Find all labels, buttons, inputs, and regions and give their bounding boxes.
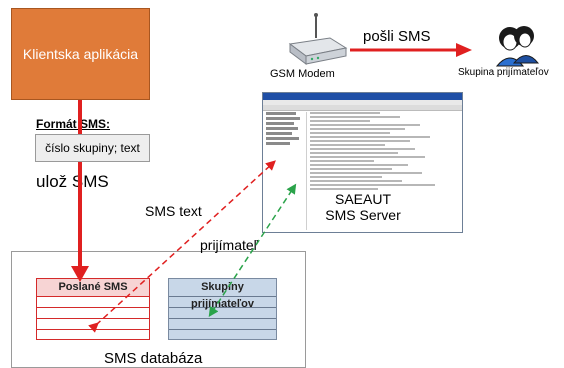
store-sms-arrowhead (71, 266, 89, 282)
sms-text-arrow (88, 160, 276, 333)
sms-server-screenshot (262, 92, 463, 233)
server-name: SAEAUT SMS Server (313, 191, 413, 223)
recipient-arrow (208, 183, 297, 318)
send-sms-arrowhead (456, 43, 472, 57)
sms-format-heading: Formát SMS: (36, 117, 111, 131)
client-app-label: Klientska aplikácia (22, 46, 139, 62)
sms-format-box: číslo skupiny; text (35, 134, 150, 162)
screenshot-tree (266, 112, 302, 172)
sms-database-label: SMS databáza (104, 350, 203, 367)
screenshot-content (306, 112, 457, 230)
screenshot-titlebar (263, 93, 462, 100)
server-name-line1: SAEAUT (334, 191, 391, 207)
gsm-modem-icon (288, 13, 348, 65)
server-name-line2: SMS Server (325, 207, 401, 223)
people-icon (495, 26, 540, 67)
screenshot-menubar (263, 100, 462, 105)
gsm-modem-label: GSM Modem (270, 68, 335, 80)
sms-format-value: číslo skupiny; text (45, 141, 140, 155)
recipient-group-label: Skupina prijímateľov (458, 67, 549, 78)
screenshot-toolbar (263, 105, 462, 111)
send-sms-label: pošli SMS (363, 28, 431, 45)
client-app-box: Klientska aplikácia (11, 8, 150, 100)
